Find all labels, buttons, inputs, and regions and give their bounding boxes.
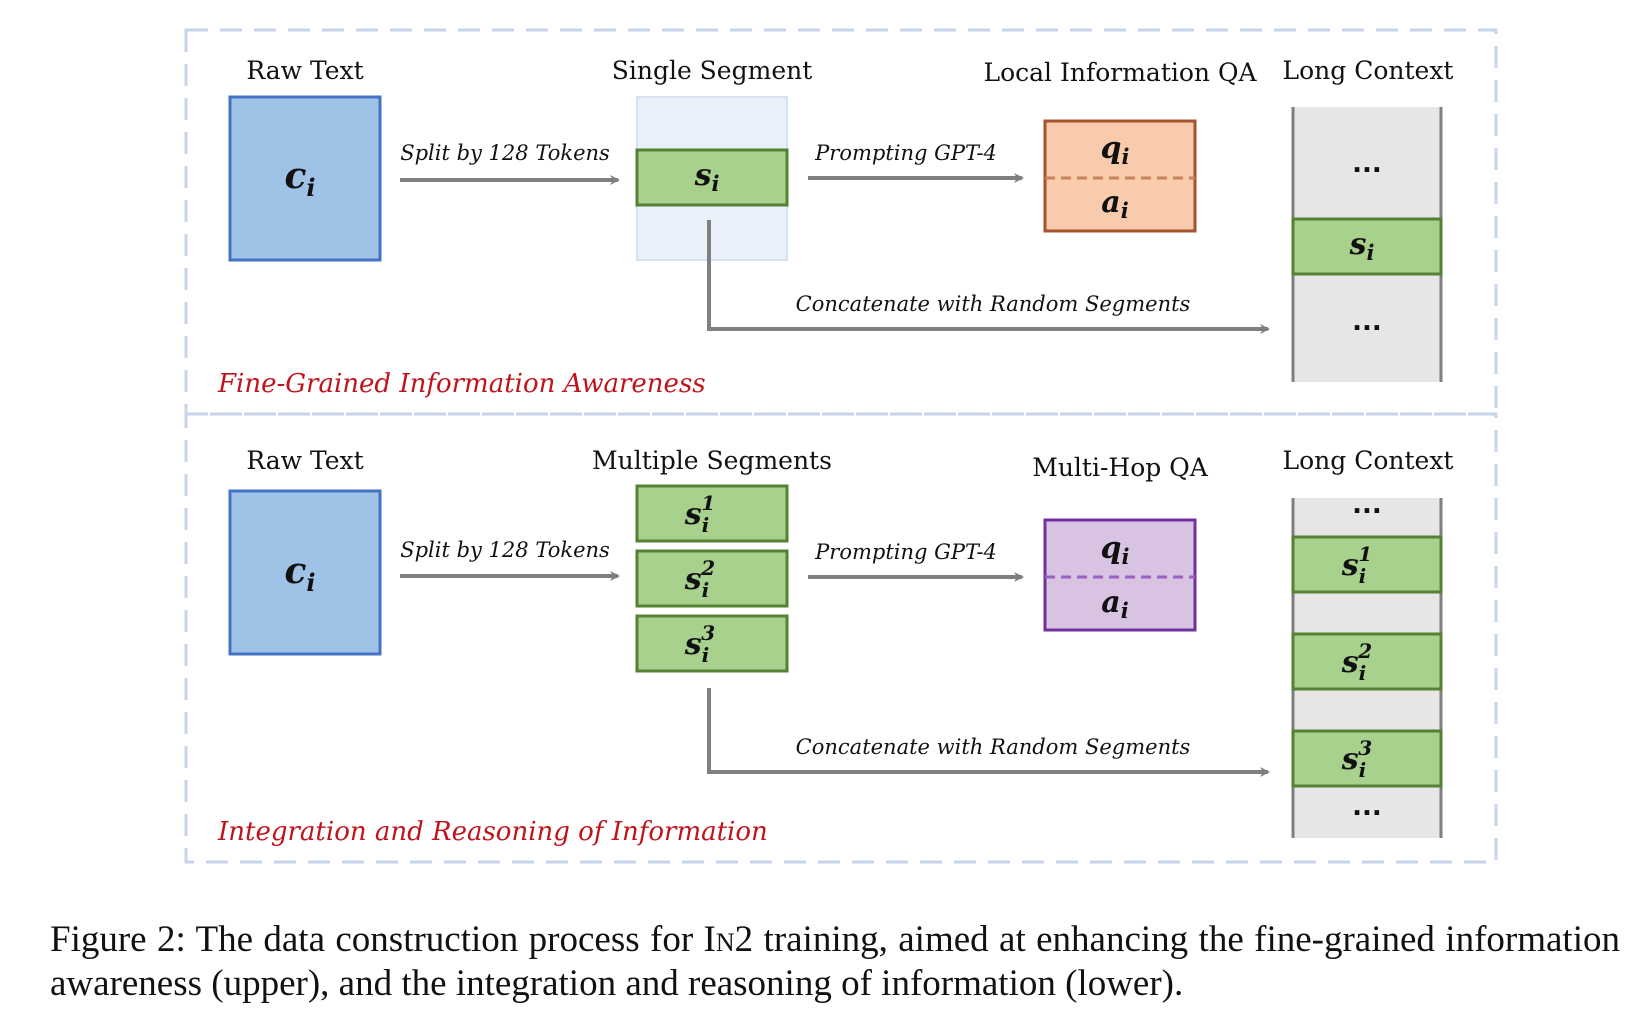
lower-segment-symbol-1: si1 [684, 491, 715, 537]
lower-context-segment-symbol-3: si3 [1341, 736, 1373, 782]
caption-in2-n: n [715, 919, 735, 960]
upper-context-ellipsis-bottom: ... [1352, 307, 1382, 337]
lower-raw-text-box [228, 489, 382, 656]
lower-segment-box-2 [635, 549, 789, 608]
local-q-symbol: qi [1101, 131, 1130, 169]
upper-segment-symbol: si [694, 158, 720, 196]
multi-hop-q-symbol: qi [1101, 531, 1130, 569]
multi-hop-qa-box [1043, 518, 1197, 632]
lower-raw-text-label: Raw Text [246, 446, 363, 475]
lower-context-segment-symbol-1: si1 [1341, 542, 1372, 588]
upper-segment-label: Single Segment [612, 56, 813, 85]
lower-context-label: Long Context [1283, 446, 1454, 475]
upper-split-label: Split by 128 Tokens [400, 141, 610, 165]
lower-context-segment-3 [1291, 729, 1443, 788]
local-a-symbol: ai [1101, 185, 1128, 223]
lower-qa-label: Multi-Hop QA [1032, 453, 1208, 482]
upper-context-label: Long Context [1283, 56, 1454, 85]
caption-suffix: training, aimed at enhancing the fine-gr… [50, 919, 1620, 1004]
upper-raw-text-box [228, 95, 382, 262]
lower-segment-label: Multiple Segments [592, 446, 832, 475]
lower-section-title: Integration and Reasoning of Information [217, 817, 768, 847]
caption-in2-i: I [703, 919, 716, 960]
upper-concat-label: Concatenate with Random Segments [796, 292, 1191, 316]
upper-raw-symbol: ci [284, 155, 315, 202]
figure-diagram: Raw Text ci Split by 128 Tokens Single S… [184, 28, 1498, 864]
lower-split-label: Split by 128 Tokens [400, 538, 610, 562]
lower-context-segment-symbol-2: si2 [1341, 639, 1373, 685]
upper-qa-label: Local Information QA [983, 58, 1257, 87]
lower-context-ellipsis-top: ... [1352, 490, 1382, 520]
caption-in2-2: 2 [734, 919, 754, 960]
lower-context-segment-1 [1291, 535, 1443, 594]
upper-section-title: Fine-Grained Information Awareness [217, 369, 706, 399]
lower-prompt-label: Prompting GPT-4 [814, 540, 997, 564]
lower-context-ellipsis-bottom: ... [1352, 792, 1382, 822]
lower-concat-label: Concatenate with Random Segments [796, 735, 1191, 759]
upper-concat-arrow [707, 220, 1270, 334]
lower-segment-symbol-2: si2 [684, 556, 716, 602]
local-qa-box [1043, 119, 1197, 233]
lower-raw-symbol: ci [284, 550, 315, 597]
upper-raw-text-label: Raw Text [246, 56, 363, 85]
upper-context-segment [1291, 217, 1443, 276]
upper-prompt-label: Prompting GPT-4 [814, 141, 997, 165]
lower-panel-frame [184, 412, 1498, 864]
lower-concat-arrow [707, 688, 1270, 777]
figure-caption: Figure 2: The data construction process … [50, 918, 1620, 1006]
caption-prefix: Figure 2: The data construction process … [50, 919, 704, 960]
lower-segment-symbol-3: si3 [684, 621, 716, 667]
lower-context-segment-2 [1291, 632, 1443, 691]
lower-segment-box-1 [635, 484, 789, 543]
upper-context-segment-symbol: si [1349, 227, 1375, 265]
multi-hop-a-symbol: ai [1101, 585, 1128, 623]
upper-segment-box [635, 148, 789, 207]
upper-context-ellipsis-top: ... [1352, 149, 1382, 179]
lower-segment-box-3 [635, 614, 789, 673]
